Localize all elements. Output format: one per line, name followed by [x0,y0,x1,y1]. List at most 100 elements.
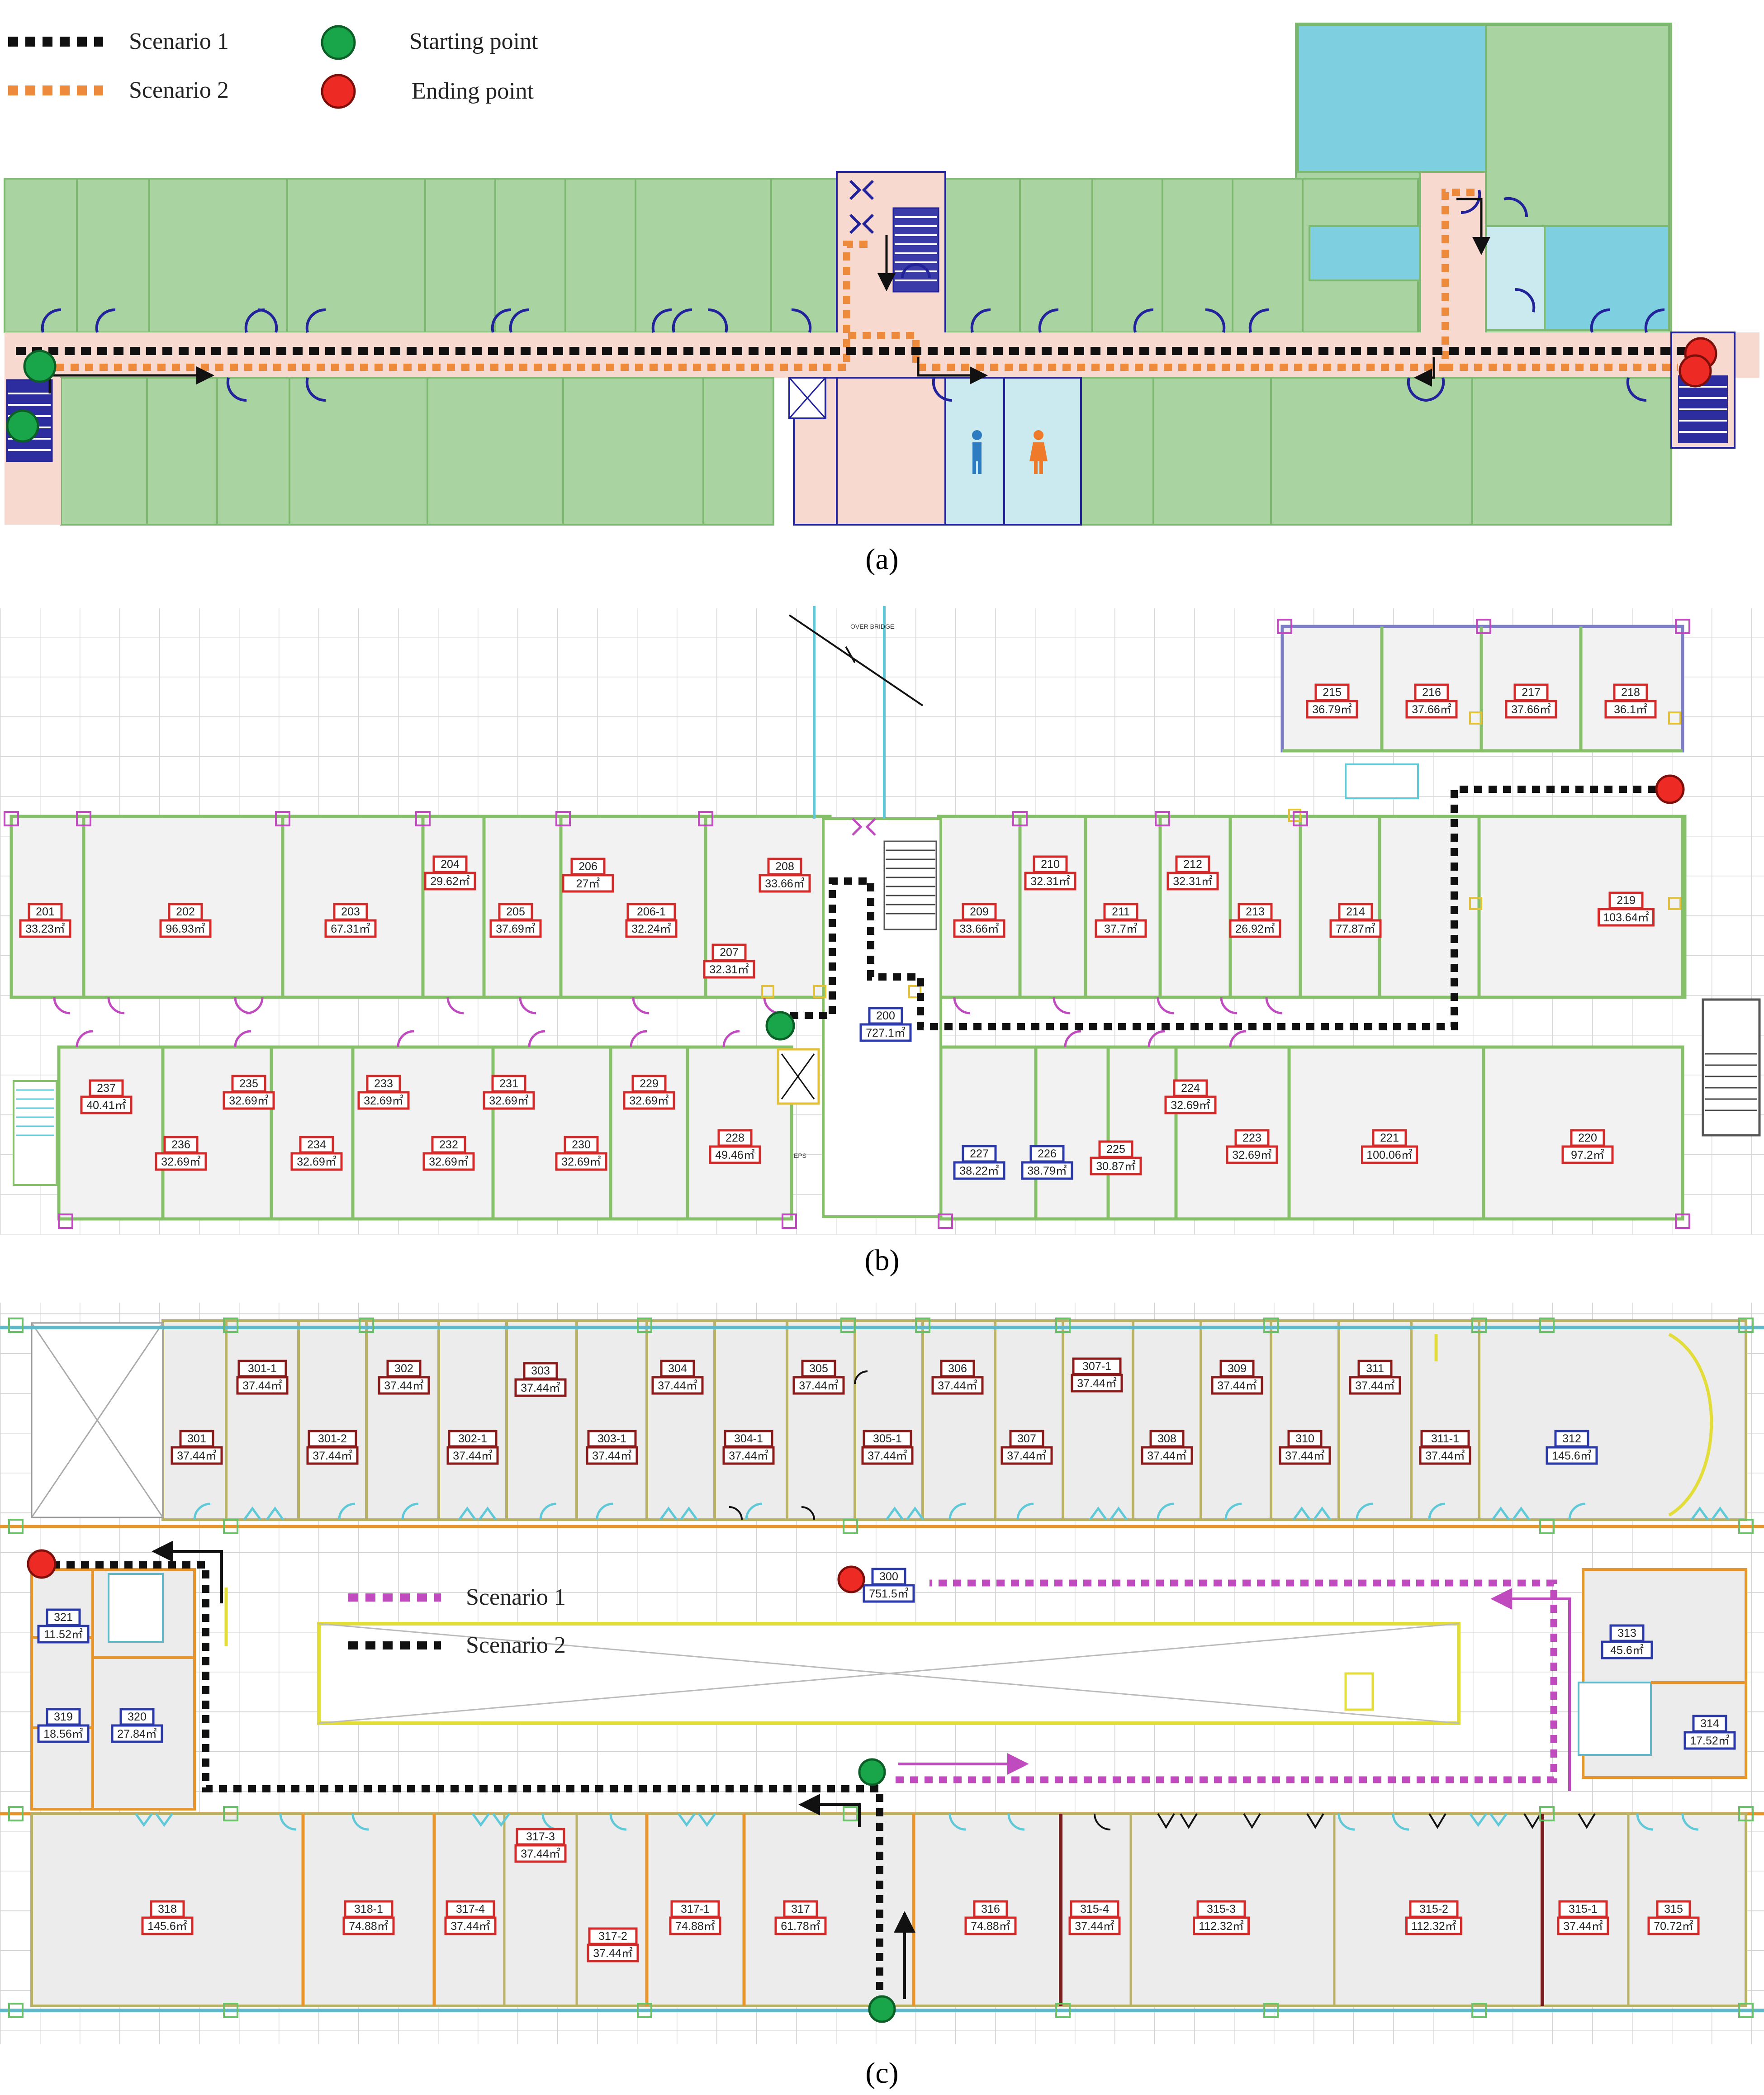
room-area: 112.32㎡ [1199,1920,1244,1933]
room-label-305: 305 37.44㎡ [792,1360,845,1395]
room-label-206-1: 206-132.24㎡ [625,903,678,938]
room-area: 37.44㎡ [521,1382,560,1394]
room-area: 37.44㎡ [593,1947,633,1960]
room-area: 103.64㎡ [1603,911,1649,924]
panel-c-end-marker-scenario2 [27,1549,57,1579]
room-area: 33.23㎡ [25,923,65,935]
room-area: 37.44㎡ [313,1450,352,1462]
room-number: 317-1 [681,1903,710,1915]
room-area: 36.79㎡ [1312,703,1352,716]
room-number: 204 [441,858,460,871]
panel-a-doors [41,180,1665,402]
legend-start-marker [321,25,356,60]
room-number: 209 [970,905,989,918]
room-number: 212 [1183,858,1202,871]
room-area: 37.44㎡ [658,1379,697,1392]
room-number: 321 [54,1611,73,1624]
room-area: 11.52㎡ [44,1628,83,1641]
panel-a-colored-floor-plan: Scenario 1 Scenario 2 Starting point End… [4,23,1759,576]
room-number: 221 [1380,1132,1399,1144]
legend-scenario-2-label: Scenario 2 [129,77,229,103]
room-number: 315-1 [1569,1903,1598,1915]
room-area: 37.44㎡ [799,1379,839,1392]
room-number: 205 [506,905,525,918]
room-number: 317-2 [598,1930,627,1943]
room-number: 201 [36,905,55,918]
room-number: 211 [1112,905,1130,918]
room-number: 202 [176,905,195,918]
room-area: 37.44㎡ [1147,1450,1187,1462]
room-number: 226 [1038,1147,1057,1160]
room-number: 311-1 [1431,1432,1459,1445]
room-number: 303 [531,1365,550,1377]
panel-c-floor-plan: 301-137.44㎡30137.44㎡301-237.44㎡30237.44㎡… [0,1303,1764,2090]
panel-c-legend-scenario-2-label: Scenario 2 [466,1632,566,1658]
room-area: 27.84㎡ [117,1728,157,1740]
room-area: 32.69㎡ [1171,1099,1210,1112]
room-area: 37.44㎡ [729,1450,768,1462]
room-number: 305 [809,1362,828,1375]
room-area: 26.92㎡ [1235,923,1275,935]
room-number: 210 [1041,858,1060,871]
male-toilet-icon [972,430,982,474]
room-area: 37.44㎡ [1563,1920,1603,1933]
room-area: 37.66㎡ [1412,703,1451,716]
room-number: 308 [1157,1432,1176,1445]
room-area: 32.69㎡ [629,1095,669,1107]
room-area: 70.72㎡ [1654,1920,1693,1933]
panel-c-legend-scenario-1-label: Scenario 1 [466,1584,566,1610]
room-area: 32.31㎡ [709,963,749,976]
panel-c-legend: Scenario 1 Scenario 2 [348,1584,566,1658]
room-number: 307 [1017,1432,1036,1445]
room-area: 37.44㎡ [1077,1377,1117,1390]
panel-b-room-labels: 20133.23㎡20296.93㎡20367.31㎡20429.62㎡2053… [19,683,1657,1180]
room-label-213: 213 26.92㎡ [1229,903,1281,938]
female-toilet-icon [1029,430,1048,474]
room-number: 302-1 [458,1432,487,1445]
room-area: 40.41㎡ [86,1099,126,1112]
room-area: 37.44㎡ [242,1379,282,1392]
room-number: 213 [1246,905,1265,918]
room-area: 30.87㎡ [1096,1160,1136,1173]
room-number: 216 [1422,686,1441,699]
room-area: 32.69㎡ [429,1156,469,1168]
room-label-315-4: 315-437.44㎡ [1068,1900,1121,1935]
room-area: 37.44㎡ [938,1379,977,1392]
room-number: 206-1 [637,905,666,918]
room-number: 310 [1295,1432,1314,1445]
room-area: 37.44㎡ [1217,1379,1257,1392]
room-number: 233 [374,1077,393,1090]
room-label-321: 321 11.52㎡ [37,1608,90,1644]
room-area: 77.87㎡ [1336,923,1375,935]
room-number: 318 [158,1903,177,1915]
room-number: 315-2 [1419,1903,1448,1915]
room-area: 37.44㎡ [1425,1450,1465,1462]
room-number: 302 [394,1362,413,1375]
room-area: 32.69㎡ [161,1156,201,1168]
room-label-301-1: 301-137.44㎡ [236,1360,289,1395]
